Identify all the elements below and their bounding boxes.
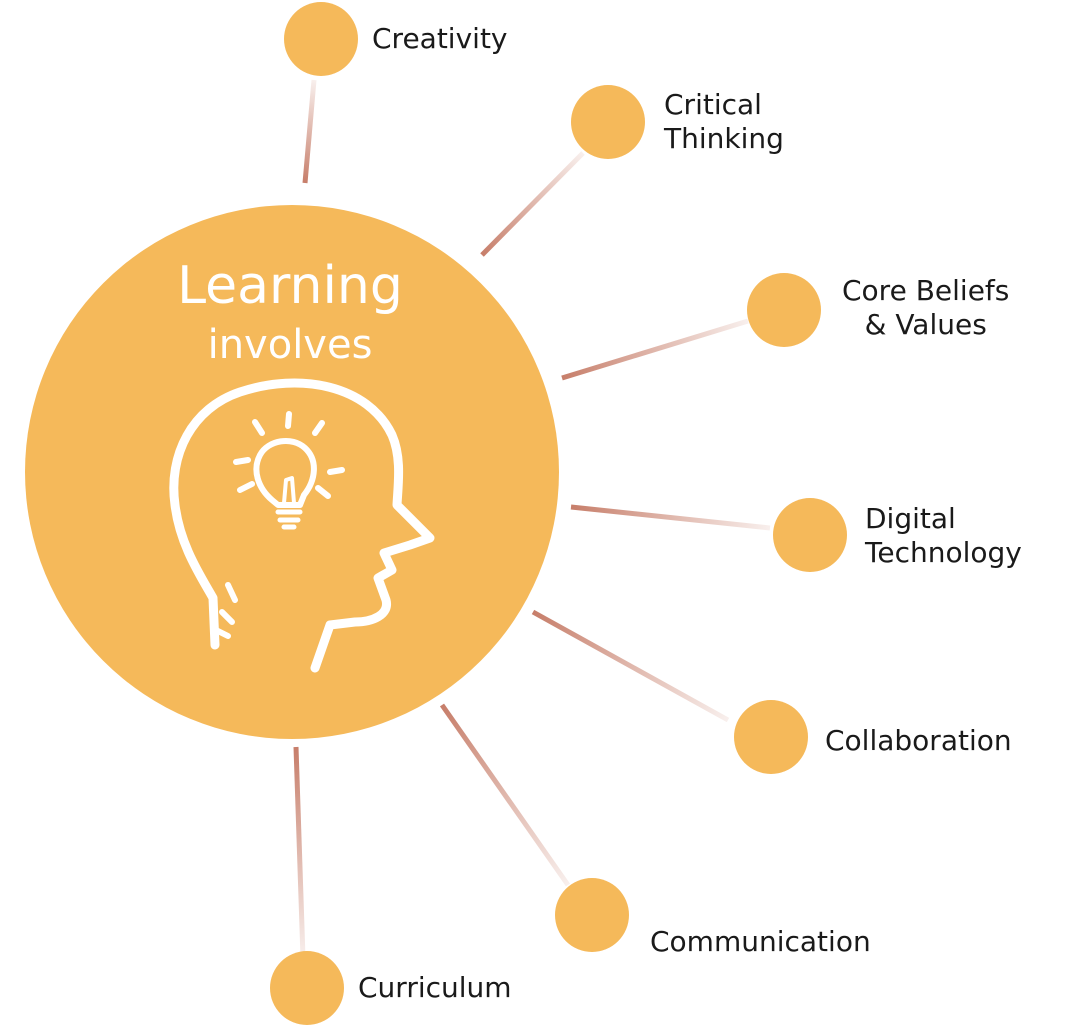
connector-critical-thinking	[480, 151, 585, 257]
label-core-beliefs: Core Beliefs & Values	[842, 274, 1010, 341]
node-circle-core-beliefs	[747, 273, 821, 347]
node-circle-critical-thinking	[571, 85, 645, 159]
label-creativity: Creativity	[372, 22, 508, 55]
node-circle-digital-technology	[773, 498, 847, 572]
connector-digital-technology	[570, 504, 771, 531]
label-communication: Communication	[650, 925, 871, 958]
node-circle-creativity	[284, 2, 358, 76]
node-circle-curriculum	[270, 951, 344, 1025]
connector-core-beliefs	[561, 318, 749, 381]
connector-curriculum	[293, 746, 306, 959]
hub-subtitle: involves	[207, 322, 373, 368]
label-collaboration: Collaboration	[825, 724, 1012, 757]
node-circle-communication	[555, 878, 629, 952]
connector-communication	[439, 703, 571, 887]
label-digital-technology: Digital Technology	[865, 502, 1022, 569]
connector-collaboration	[531, 609, 730, 723]
label-curriculum: Curriculum	[358, 971, 512, 1004]
label-critical-thinking: Critical Thinking	[664, 88, 784, 155]
hub-circle	[25, 205, 559, 739]
hub-title: Learning	[177, 256, 403, 316]
node-circle-collaboration	[734, 700, 808, 774]
head-with-lightbulb-icon	[169, 378, 435, 673]
connector-creativity	[302, 79, 317, 184]
